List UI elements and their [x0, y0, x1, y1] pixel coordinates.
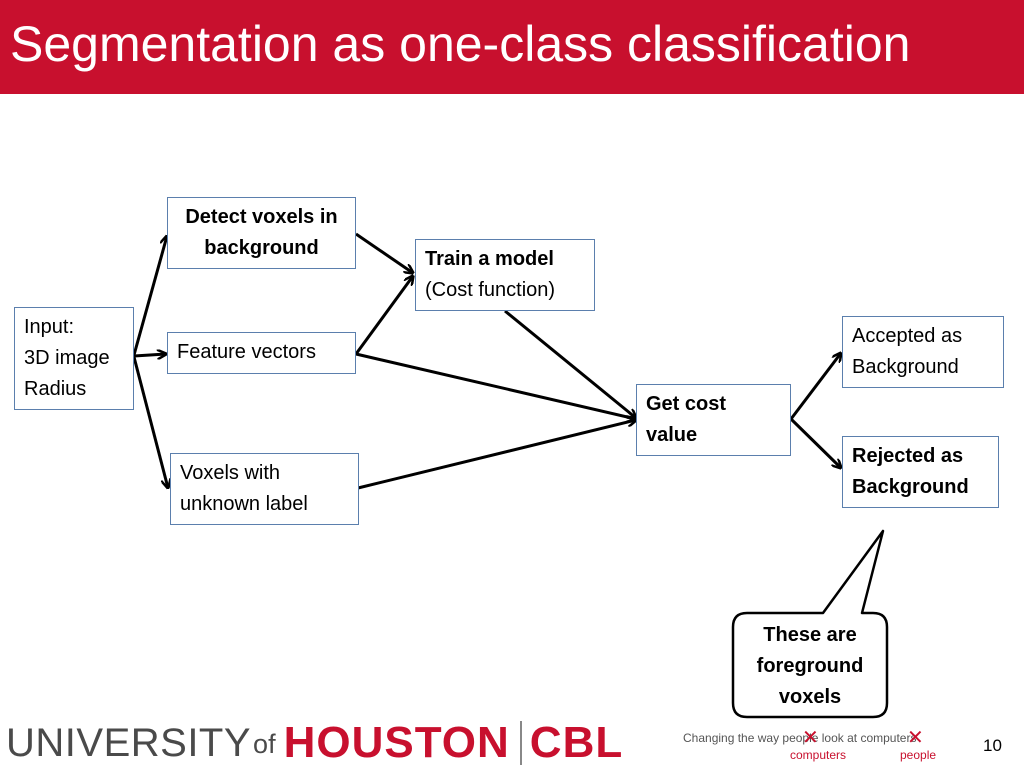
arrow-train-to-getcost: [504, 309, 636, 418]
train-model-box: Train a model (Cost function): [415, 239, 595, 311]
accepted-line-2: Background: [852, 356, 959, 378]
arrow-detect-to-train: [355, 232, 413, 273]
get-cost-box: Get cost value: [636, 384, 791, 456]
arrow-feature-to-getcost: [355, 352, 636, 419]
arrow-input-to-detect: [132, 236, 167, 356]
logo-separator: [519, 721, 522, 765]
cross-icon: ✕: [802, 727, 819, 749]
logo-cbl: CBL: [529, 718, 624, 767]
logo-university: UNIVERSITY: [6, 720, 252, 765]
arrow-getcost-to-rejected: [789, 417, 841, 468]
detect-line-2: background: [204, 237, 319, 259]
accepted-box: Accepted as Background: [842, 316, 1004, 388]
input-box: Input: 3D image Radius: [14, 307, 134, 410]
tagline-sub-people: people: [900, 748, 937, 762]
rejected-line-1: Rejected as: [852, 445, 964, 467]
input-line-2: 3D image: [24, 347, 110, 369]
detect-line-1: Detect voxels in: [185, 206, 338, 228]
arrow-feature-to-train: [354, 276, 413, 355]
detect-voxels-box: Detect voxels in background: [167, 197, 356, 269]
callout-line-2: foreground: [756, 655, 864, 677]
unknown-line-2: unknown label: [180, 493, 308, 515]
logo-houston: HOUSTON: [283, 718, 510, 767]
unknown-line-1: Voxels with: [180, 462, 281, 484]
getcost-line-1: Get cost: [646, 393, 727, 415]
slide-title: Segmentation as one-class classification: [10, 16, 911, 72]
cross-icon: ✕: [907, 727, 924, 749]
getcost-line-2: value: [646, 424, 698, 446]
rejected-box: Rejected as Background: [842, 436, 999, 508]
tagline: Changing the way people look at computer…: [683, 731, 917, 745]
callout-text: These are foreground voxels: [734, 620, 886, 713]
logo-of: of: [253, 729, 276, 759]
unknown-voxels-box: Voxels with unknown label: [170, 453, 359, 525]
input-line-3: Radius: [24, 378, 87, 400]
page-number: 10: [983, 736, 1002, 755]
callout-bubble: [731, 529, 889, 719]
callout-line-3: voxels: [778, 686, 842, 708]
rejected-line-2: Background: [852, 476, 969, 498]
callout-line-1: These are: [763, 624, 857, 646]
input-line-1: Input:: [24, 316, 75, 338]
arrow-input-to-unknown: [132, 356, 168, 488]
tagline-sub-computers: computers: [790, 748, 847, 762]
university-logo: UNIVERSITY of HOUSTON CBL: [6, 716, 623, 770]
train-line-1: Train a model: [425, 248, 554, 270]
arrow-getcost-to-accepted: [789, 353, 841, 420]
arrow-unknown-to-getcost: [357, 420, 636, 490]
train-line-2: (Cost function): [425, 279, 556, 301]
feature-line-1: Feature vectors: [177, 341, 316, 363]
feature-vectors-box: Feature vectors: [167, 332, 356, 374]
title-bar: Segmentation as one-class classification: [0, 0, 1024, 94]
arrow-input-to-feature: [133, 354, 166, 356]
accepted-line-1: Accepted as: [852, 325, 963, 347]
